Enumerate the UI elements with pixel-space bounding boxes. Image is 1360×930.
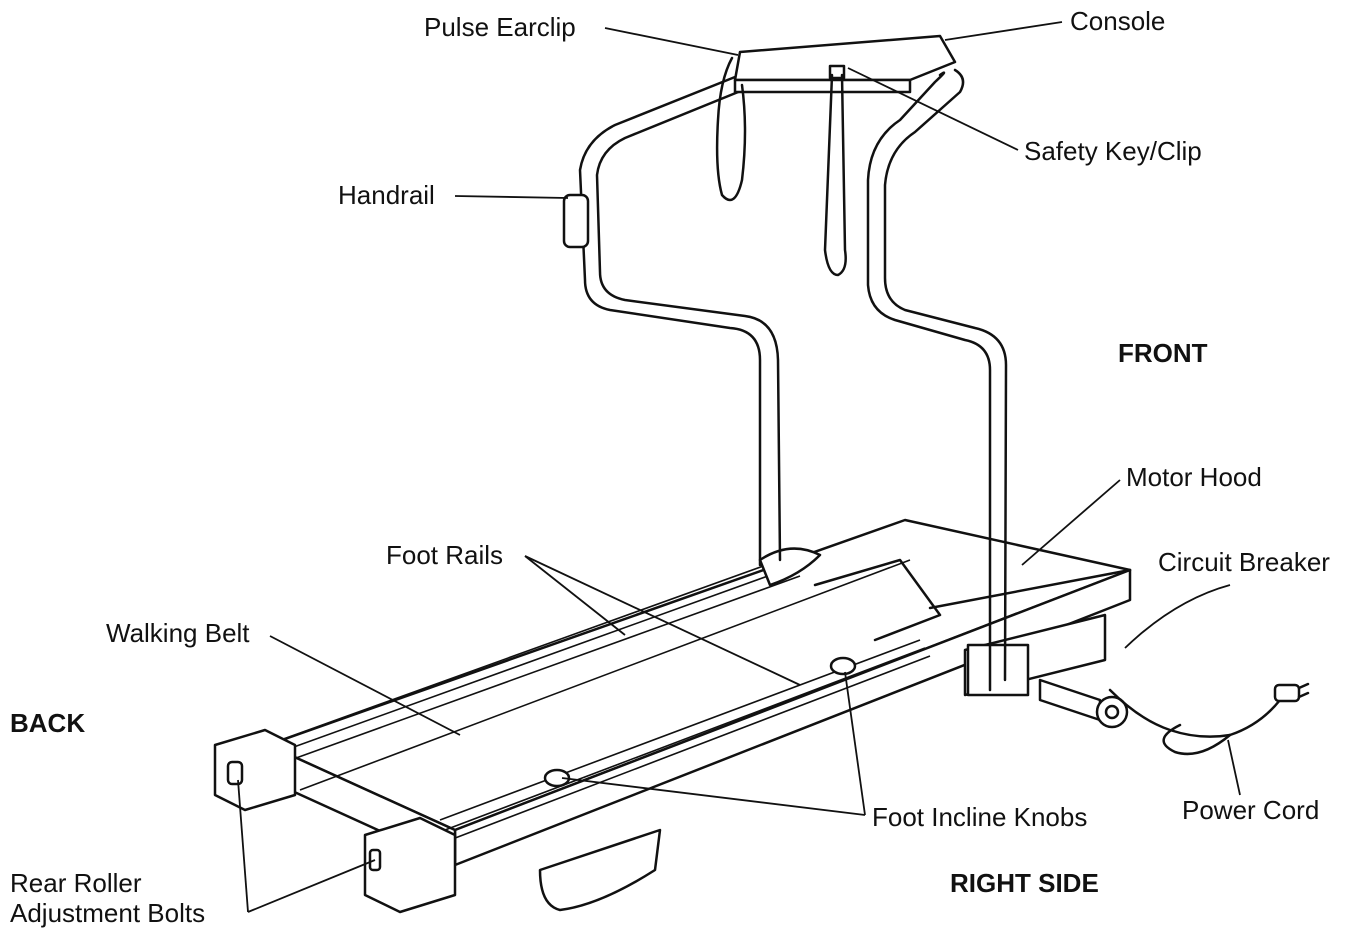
deck-support-foot: [538, 828, 662, 912]
pulse-earclip-cord: [715, 56, 747, 202]
rear-roller-label-line1: Rear Roller: [10, 868, 142, 898]
console-unit: [733, 34, 957, 94]
circuit-breaker-label: Circuit Breaker: [1158, 547, 1330, 577]
foot-incline-knobs-label: Foot Incline Knobs: [872, 802, 1088, 832]
motor-housing: [963, 613, 1129, 729]
front-label: FRONT: [1118, 338, 1208, 368]
safety-key-lanyard: [823, 73, 847, 277]
pulse-earclip-label: Pulse Earclip: [424, 12, 576, 42]
foot-incline-knob: [829, 656, 857, 676]
power-cord-label: Power Cord: [1182, 795, 1320, 825]
rear-end-caps: [213, 728, 457, 914]
leader-lines: [237, 21, 1241, 913]
motor-hood-label: Motor Hood: [1126, 462, 1262, 492]
power-cord: [1108, 682, 1310, 756]
rear-roller-label-line2: Adjustment Bolts: [10, 898, 206, 928]
treadmill-deck: [266, 518, 1132, 867]
handrail-frame: [562, 68, 1008, 692]
console-label: Console: [1070, 6, 1166, 36]
safety-key-label: Safety Key/Clip: [1024, 136, 1202, 166]
right-side-label: RIGHT SIDE: [950, 868, 1099, 898]
foot-rails-label: Foot Rails: [386, 540, 504, 570]
handrail-label: Handrail: [338, 180, 435, 210]
back-label: BACK: [10, 708, 86, 738]
walking-belt-label: Walking Belt: [106, 618, 250, 648]
